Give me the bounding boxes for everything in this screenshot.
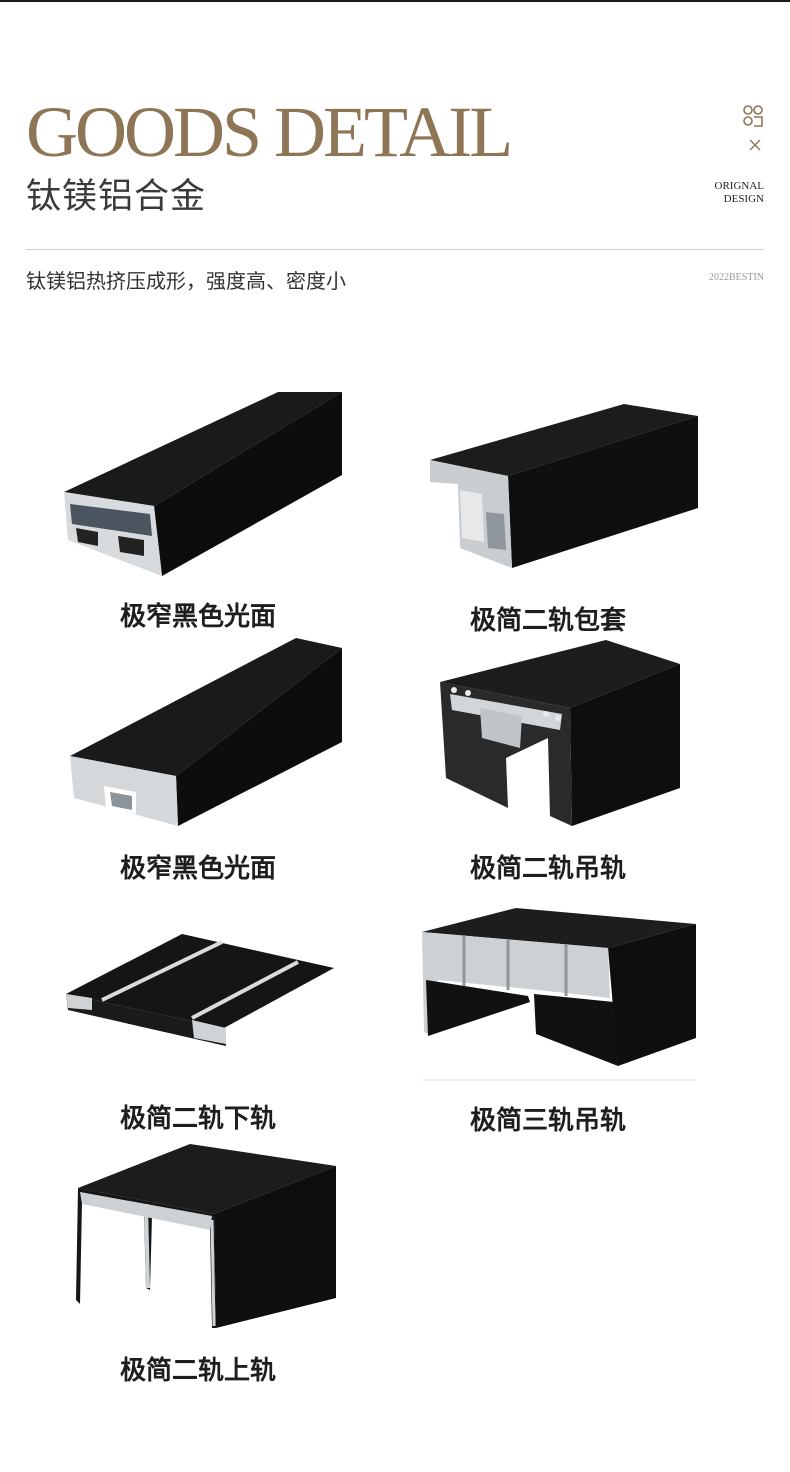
product-image-6 <box>418 906 700 1084</box>
brand-tagline: ORIGNAL DESIGN <box>715 180 765 206</box>
material-description: 钛镁铝热挤压成形，强度高、密度小 <box>26 269 346 293</box>
product-image-5 <box>62 928 340 1048</box>
product-image-1 <box>58 390 348 580</box>
brand-line-2: DESIGN <box>723 193 764 205</box>
close-icon[interactable] <box>748 138 762 152</box>
product-image-7 <box>70 1140 340 1330</box>
product-image-3 <box>66 636 346 831</box>
product-image-4 <box>436 638 686 833</box>
brand-logo-icon <box>743 105 763 127</box>
year-mark: 2022BESTIN <box>709 272 764 283</box>
product-label-7: 极简二轨上轨 <box>120 1356 277 1386</box>
product-label-2: 极简二轨包套 <box>470 606 627 636</box>
product-label-5: 极简二轨下轨 <box>120 1104 277 1134</box>
product-image-2 <box>428 400 703 570</box>
product-label-1: 极窄黑色光面 <box>120 602 277 632</box>
divider <box>26 249 764 250</box>
product-label-3: 极窄黑色光面 <box>120 854 277 884</box>
product-label-4: 极简二轨吊轨 <box>470 854 627 884</box>
page-title: GOODS DETAIL <box>26 92 513 172</box>
top-border <box>0 0 790 2</box>
product-label-6: 极简三轨吊轨 <box>470 1106 627 1136</box>
page-subtitle: 钛镁铝合金 <box>26 177 207 217</box>
brand-line-1: ORIGNAL <box>714 180 765 192</box>
